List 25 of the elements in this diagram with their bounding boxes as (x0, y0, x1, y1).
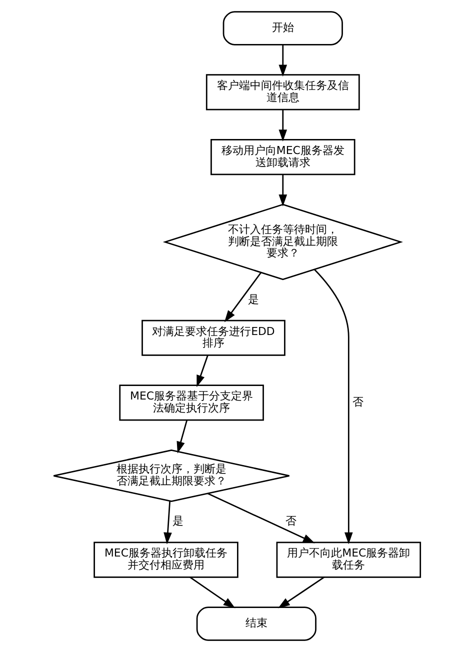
node-box: 开始 (222, 11, 343, 46)
arrow (196, 355, 208, 388)
arrow (278, 110, 288, 142)
arrow (278, 174, 288, 206)
arrow (278, 576, 325, 608)
arrow (190, 576, 236, 608)
node-diamond: 不计入任务等待时间，判断是否满足截止期限要求？ (162, 204, 403, 280)
arrow (224, 272, 262, 322)
node-box: MEC服务器执行卸载任务并交付相应费用 (94, 542, 238, 578)
arrow (176, 420, 188, 454)
node-box: 对满足要求任务进行EDD排序 (142, 320, 286, 356)
edge-label: 是 (248, 292, 260, 306)
edge-label: 否 (352, 396, 364, 409)
arrow (314, 269, 353, 544)
arrow (164, 501, 172, 544)
node-box: 客户端中间件收集任务及信道信息 (206, 74, 360, 110)
edge-label: 是 (172, 514, 184, 528)
node-box: 结束 (196, 606, 316, 641)
arrow (207, 492, 315, 544)
node-box: MEC服务器基于分支定界法确定执行次序 (119, 384, 264, 421)
node-box: 移动用户向MEC服务器发送卸载请求 (210, 139, 356, 176)
node-diamond: 根据执行次序，判断是否满足截止期限要求？ (52, 450, 290, 502)
edge-label: 否 (286, 514, 297, 528)
arrow (278, 44, 288, 77)
node-box: 用户不向此MEC服务器卸载任务 (276, 542, 422, 578)
